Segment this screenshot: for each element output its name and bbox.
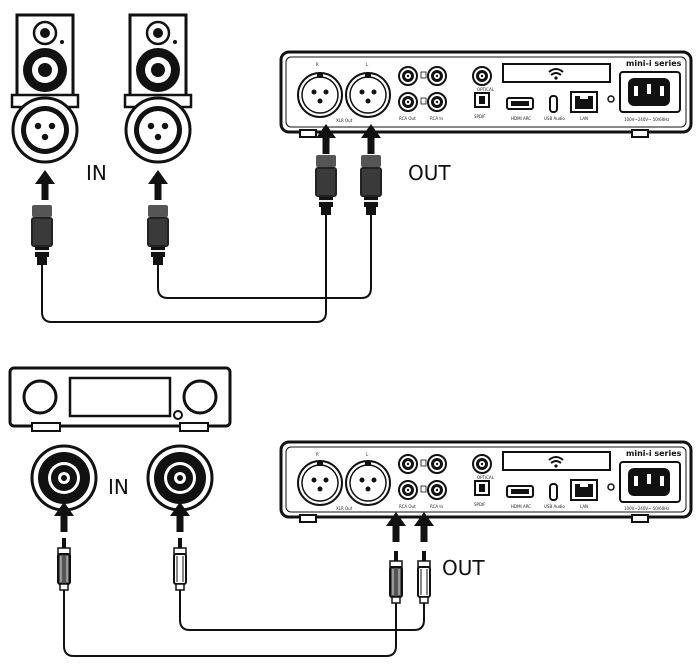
rca-plug [389, 550, 403, 604]
rca-socket [398, 454, 418, 474]
panel-xlr: IN R L XLR Out RCA Out RCA In [10, 13, 693, 323]
wifi-icon [548, 68, 564, 80]
xlr-out-label: XLR Out [336, 506, 353, 511]
rca-socket [398, 66, 418, 86]
coaxial-socket [472, 454, 492, 474]
hdmi-label: HDMI ARC [511, 116, 531, 121]
in-label: IN [108, 475, 129, 499]
cable [63, 590, 397, 657]
rca-out-label: RCA Out [399, 116, 416, 121]
xlr-out-r-socket [297, 460, 343, 506]
xlr-input-socket-left [11, 96, 79, 164]
xlr-input-socket-right [124, 96, 192, 164]
rca-socket [427, 480, 447, 500]
cable [41, 215, 327, 323]
up-arrow-icon [148, 170, 168, 200]
up-arrow-icon [35, 170, 55, 200]
xlr-plug [147, 205, 169, 265]
cable [179, 590, 425, 631]
lan-label: LAN [580, 504, 588, 509]
wifi-icon [548, 456, 564, 468]
rca-plug [57, 537, 71, 591]
xlr-out-r-socket [297, 72, 343, 118]
usb-label: USB Audio [544, 504, 565, 509]
out-label: OUT [408, 161, 451, 185]
xlr-plug [31, 205, 53, 265]
xlr-out-l-socket [345, 460, 391, 506]
channel-r-label: R [316, 62, 319, 67]
rca-plug [417, 550, 431, 604]
channel-r-label: R [316, 452, 319, 457]
optical-in-label: SPDIF [474, 502, 486, 507]
streamer-device: R L XLR Out RCA Out RCA In OPTICAL SPDIF [279, 440, 693, 523]
xlr-out-label: XLR Out [336, 118, 353, 123]
series-label: mini-i series [626, 59, 682, 68]
rca-plug [173, 537, 187, 591]
rca-input-socket-right [146, 444, 214, 512]
speaker-icon [123, 13, 193, 109]
optical-label: OPTICAL [477, 87, 495, 92]
power-label: 100V~240V~ 50/60Hz [624, 506, 669, 511]
coaxial-socket [472, 66, 492, 86]
power-label: 100V~240V~ 50/60Hz [624, 117, 669, 122]
series-label: mini-i series [626, 449, 682, 458]
lan-label: LAN [580, 116, 588, 121]
xlr-plug [315, 155, 337, 215]
rca-in-label: RCA In [430, 116, 444, 121]
rca-socket [398, 92, 418, 112]
rca-input-socket-left [30, 444, 98, 512]
speaker-icon [10, 13, 80, 109]
channel-l-label: L [366, 452, 369, 457]
panel-rca: IN R L XLR Out RCA Out RCA In [8, 366, 693, 657]
rca-socket [427, 92, 447, 112]
optical-label: OPTICAL [477, 475, 495, 480]
usb-label: USB Audio [544, 116, 565, 121]
optical-in-label: SPDIF [474, 114, 486, 119]
xlr-plug [360, 155, 382, 215]
rca-socket [427, 66, 447, 86]
hdmi-label: HDMI ARC [511, 504, 531, 509]
rca-socket [427, 454, 447, 474]
cable [157, 215, 372, 299]
xlr-out-l-socket [345, 72, 391, 118]
out-label: OUT [442, 556, 485, 580]
rca-socket [398, 480, 418, 500]
amplifier-icon [8, 366, 232, 432]
in-label: IN [86, 161, 107, 185]
rca-in-label: RCA In [430, 504, 444, 509]
rca-out-label: RCA Out [399, 504, 416, 509]
streamer-device: R L XLR Out RCA Out RCA In OPTICAL SPDIF [279, 50, 693, 138]
channel-l-label: L [366, 62, 369, 67]
